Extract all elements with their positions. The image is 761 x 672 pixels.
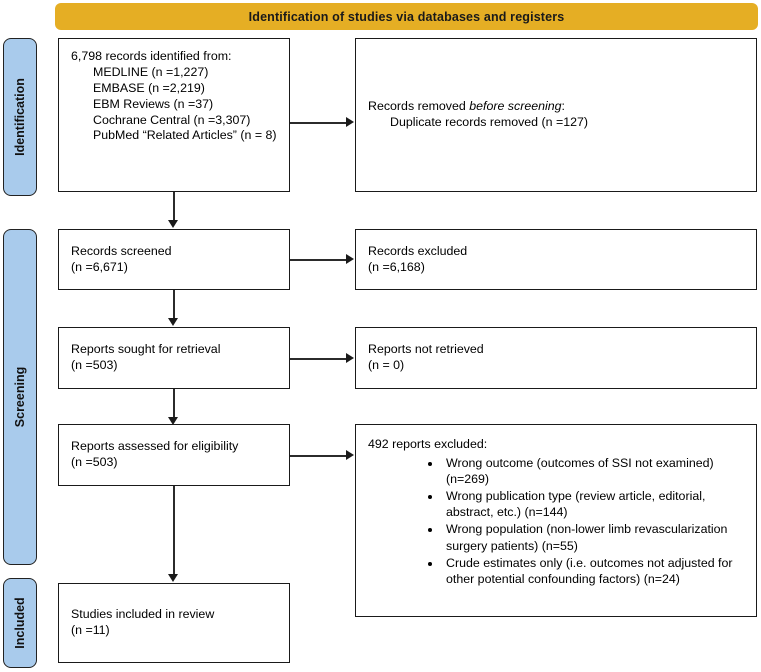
box-records-excluded: Records excluded (n =6,168) [355, 229, 757, 290]
arrowhead-right-to-removed [346, 117, 354, 127]
stage-tab-identification: Identification [3, 38, 37, 196]
reports-not-retrieved-count: (n = 0) [368, 358, 405, 372]
records-removed-heading-colon: : [561, 99, 565, 114]
records-screened-label: Records screened [71, 243, 172, 258]
arrowhead-down-to-sought [168, 318, 178, 326]
box-reports-excluded-reasons: 492 reports excluded: Wrong outcome (out… [355, 424, 757, 617]
studies-included-label: Studies included in review [71, 607, 215, 622]
duplicate-records-removed: Duplicate records removed (n =127) [390, 115, 589, 129]
box-records-removed-before-screening: Records removed before screening: Duplic… [355, 38, 757, 192]
reason-crude-estimates-only: Crude estimates only (i.e. outcomes not … [442, 555, 746, 587]
reason-wrong-outcome: Wrong outcome (outcomes of SSI not exami… [442, 455, 746, 487]
reports-not-retrieved-label: Reports not retrieved [368, 342, 484, 357]
reason-wrong-population: Wrong population (non-lower limb revascu… [442, 521, 746, 553]
stage-tab-screening-label: Screening [13, 366, 27, 428]
arrowhead-down-to-screened [168, 220, 178, 228]
records-removed-heading-emphasis: before screening [469, 99, 562, 114]
connector-sought-to-not-retrieved [290, 358, 347, 360]
reports-sought-label: Reports sought for retrieval [71, 342, 221, 357]
connector-assessed-to-reports-excluded [290, 455, 347, 457]
source-ebm-reviews: EBM Reviews (n =37) [93, 96, 214, 111]
reports-sought-count: (n =503) [71, 358, 118, 372]
stage-tab-included-label: Included [13, 597, 27, 649]
records-screened-count: (n =6,671) [71, 259, 128, 274]
reports-assessed-count: (n =503) [71, 455, 118, 469]
connector-identified-to-screened [173, 192, 175, 221]
connector-screened-to-sought [173, 290, 175, 319]
records-removed-heading: Records removed before screening: [368, 99, 744, 115]
stage-tab-identification-label: Identification [13, 78, 27, 156]
records-excluded-label: Records excluded [368, 243, 468, 258]
source-medline: MEDLINE (n =1,227) [93, 64, 209, 79]
reason-wrong-publication-type: Wrong publication type (review article, … [442, 488, 746, 520]
arrowhead-right-to-reports-excluded [346, 450, 354, 460]
box-records-identified: 6,798 records identified from: MEDLINE (… [58, 38, 290, 192]
records-excluded-count: (n =6,168) [368, 259, 425, 274]
stage-tab-screening: Screening [3, 229, 37, 565]
source-cochrane-central: Cochrane Central (n =3,307) [93, 112, 251, 127]
arrowhead-right-to-excluded [346, 254, 354, 264]
box-reports-assessed-for-eligibility: Reports assessed for eligibility (n =503… [58, 424, 290, 486]
reports-assessed-label: Reports assessed for eligibility [71, 439, 239, 454]
box-reports-not-retrieved: Reports not retrieved (n = 0) [355, 327, 757, 389]
connector-identified-to-removed [290, 122, 347, 124]
box-records-screened: Records screened (n =6,671) [58, 229, 290, 290]
box-studies-included-in-review: Studies included in review (n =11) [58, 583, 290, 663]
arrowhead-down-to-included [168, 574, 178, 582]
arrowhead-down-to-assessed [168, 417, 178, 425]
connector-screened-to-excluded [290, 259, 347, 261]
connector-sought-to-assessed [173, 389, 175, 418]
box-reports-sought-for-retrieval: Reports sought for retrieval (n =503) [58, 327, 290, 389]
records-removed-heading-text: Records removed [368, 99, 470, 114]
source-pubmed-related-articles: PubMed “Related Articles” (n = 8) [93, 128, 277, 143]
stage-tab-included: Included [3, 578, 37, 668]
connector-assessed-to-included [173, 486, 175, 575]
source-embase: EMBASE (n =2,219) [93, 80, 205, 95]
reports-excluded-reason-list: Wrong outcome (outcomes of SSI not exami… [368, 455, 746, 588]
studies-included-count: (n =11) [71, 623, 110, 637]
reports-excluded-heading: 492 reports excluded: [368, 437, 488, 451]
arrowhead-right-to-not-retrieved [346, 353, 354, 363]
records-identified-heading: 6,798 records identified from: [71, 49, 232, 63]
banner-title: Identification of studies via databases … [55, 3, 758, 30]
